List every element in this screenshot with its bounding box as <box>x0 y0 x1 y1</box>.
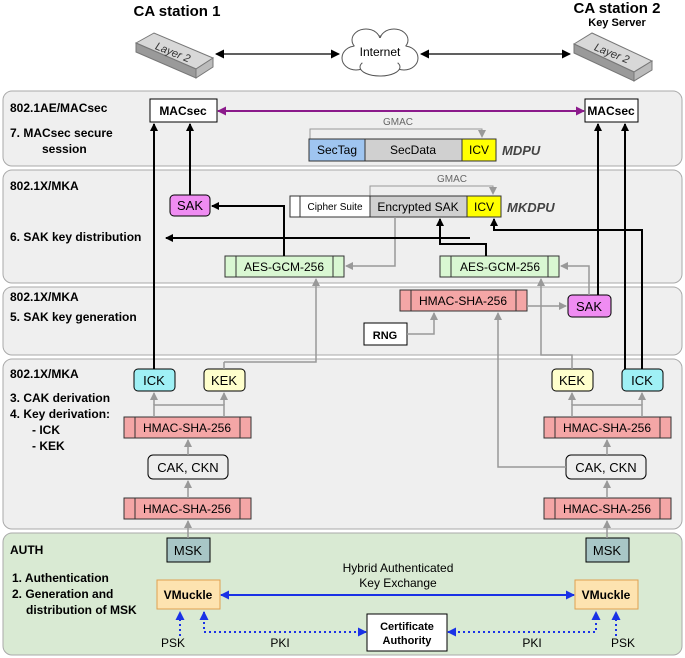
band-title: 802.1X/MKA <box>10 367 79 381</box>
mkdpu-label: MKDPU <box>507 200 555 215</box>
macsec-box-right <box>584 98 639 123</box>
svg-text:MSK: MSK <box>174 543 203 558</box>
svg-text:Authority: Authority <box>383 635 433 647</box>
gmac-bracket <box>309 128 486 139</box>
gmac-bracket <box>369 185 497 196</box>
certificate-authority-box <box>366 613 448 652</box>
step-label: - KEK <box>32 439 65 453</box>
vmuckle-box-left <box>156 579 221 610</box>
svg-text:CAK, CKN: CAK, CKN <box>157 460 218 475</box>
band-title: 802.1X/MKA <box>10 179 79 193</box>
hmac-box-right-bottom: HMAC-SHA-256 <box>543 497 672 520</box>
step-label: 2. Generation and <box>12 587 113 601</box>
svg-text:SecData: SecData <box>390 143 436 157</box>
layer2-switch-icon: Layer 2 <box>572 32 654 82</box>
svg-text:ICK: ICK <box>631 373 653 388</box>
layer2-switch-icon: Layer 2 <box>134 32 215 79</box>
svg-text:VMuckle: VMuckle <box>164 588 213 602</box>
sak-flow-arrows <box>150 123 643 369</box>
band-title: AUTH <box>10 543 43 557</box>
psk-label: PSK <box>161 636 185 650</box>
hybrid-label: Hybrid Authenticated <box>343 561 454 575</box>
svg-text:RNG: RNG <box>373 330 397 342</box>
step-label: 4. Key derivation: <box>10 407 110 421</box>
hmac-box-left-top: HMAC-SHA-256 <box>123 416 252 439</box>
svg-text:SecTag: SecTag <box>317 143 357 157</box>
svg-text:HMAC-SHA-256: HMAC-SHA-256 <box>143 502 231 516</box>
hybrid-label: Key Exchange <box>359 576 437 590</box>
hmac-box-gen: HMAC-SHA-256 <box>399 289 528 312</box>
step-label: 3. CAK derivation <box>10 391 110 405</box>
svg-text:KEK: KEK <box>559 373 585 388</box>
msk-box-left <box>166 537 211 563</box>
pki-label: PKI <box>270 636 289 650</box>
svg-text:Cipher Suite: Cipher Suite <box>307 202 362 213</box>
svg-text:Encrypted SAK: Encrypted SAK <box>377 200 458 214</box>
gmac-label: GMAC <box>383 117 413 128</box>
svg-text:ICV: ICV <box>474 200 494 214</box>
aes-gcm-box-right: AES-GCM-256 <box>439 255 560 278</box>
gmac-label: GMAC <box>437 174 467 185</box>
svg-text:AES-GCM-256: AES-GCM-256 <box>244 260 324 274</box>
step-label: 5. SAK key generation <box>10 310 137 324</box>
step-label: distribution of MSK <box>26 603 137 617</box>
mkdpu-header-field <box>289 195 301 218</box>
aes-gcm-box-left: AES-GCM-256 <box>224 255 345 278</box>
svg-text:KEK: KEK <box>211 373 237 388</box>
hmac-box-left-bottom: HMAC-SHA-256 <box>123 497 252 520</box>
svg-text:Internet: Internet <box>360 45 401 59</box>
svg-text:MACsec: MACsec <box>159 104 207 118</box>
step-label: session <box>42 142 87 156</box>
band-title: 802.1X/MKA <box>10 290 79 304</box>
band-derivation <box>2 358 683 530</box>
band-title: 802.1AE/MACsec <box>10 101 108 115</box>
step-label: 7. MACsec secure <box>10 126 113 140</box>
icv-field <box>461 138 497 162</box>
vmuckle-box-right <box>574 579 639 610</box>
msk-box-right <box>585 537 630 563</box>
svg-text:Certificate: Certificate <box>380 621 434 633</box>
icv-field <box>466 195 502 218</box>
step-label: - ICK <box>32 423 60 437</box>
svg-text:HMAC-SHA-256: HMAC-SHA-256 <box>563 421 651 435</box>
step-label: 1. Authentication <box>12 571 109 585</box>
pki-label: PKI <box>522 636 541 650</box>
svg-text:HMAC-SHA-256: HMAC-SHA-256 <box>143 421 231 435</box>
mdpu-label: MDPU <box>502 143 541 158</box>
svg-text:HMAC-SHA-256: HMAC-SHA-256 <box>419 294 507 308</box>
derivation-arrows <box>150 217 646 538</box>
svg-text:AES-GCM-256: AES-GCM-256 <box>460 260 540 274</box>
svg-text:SAK: SAK <box>177 198 203 213</box>
svg-text:SAK: SAK <box>576 299 602 314</box>
station2-subtitle: Key Server <box>588 17 646 29</box>
psk-label: PSK <box>611 636 635 650</box>
step-label: 6. SAK key distribution <box>10 230 141 244</box>
psk-pki-arrows <box>175 611 621 637</box>
svg-text:MACsec: MACsec <box>587 104 635 118</box>
svg-text:ICK: ICK <box>143 373 165 388</box>
hmac-box-right-top: HMAC-SHA-256 <box>543 416 672 439</box>
station2-title: CA station 2 <box>574 0 661 17</box>
svg-text:HMAC-SHA-256: HMAC-SHA-256 <box>563 502 651 516</box>
station1-title: CA station 1 <box>134 3 221 20</box>
svg-text:VMuckle: VMuckle <box>582 588 631 602</box>
svg-text:CAK, CKN: CAK, CKN <box>575 460 636 475</box>
svg-text:ICV: ICV <box>469 143 489 157</box>
svg-text:MSK: MSK <box>593 543 622 558</box>
internet-cloud-icon: Internet <box>341 28 419 77</box>
